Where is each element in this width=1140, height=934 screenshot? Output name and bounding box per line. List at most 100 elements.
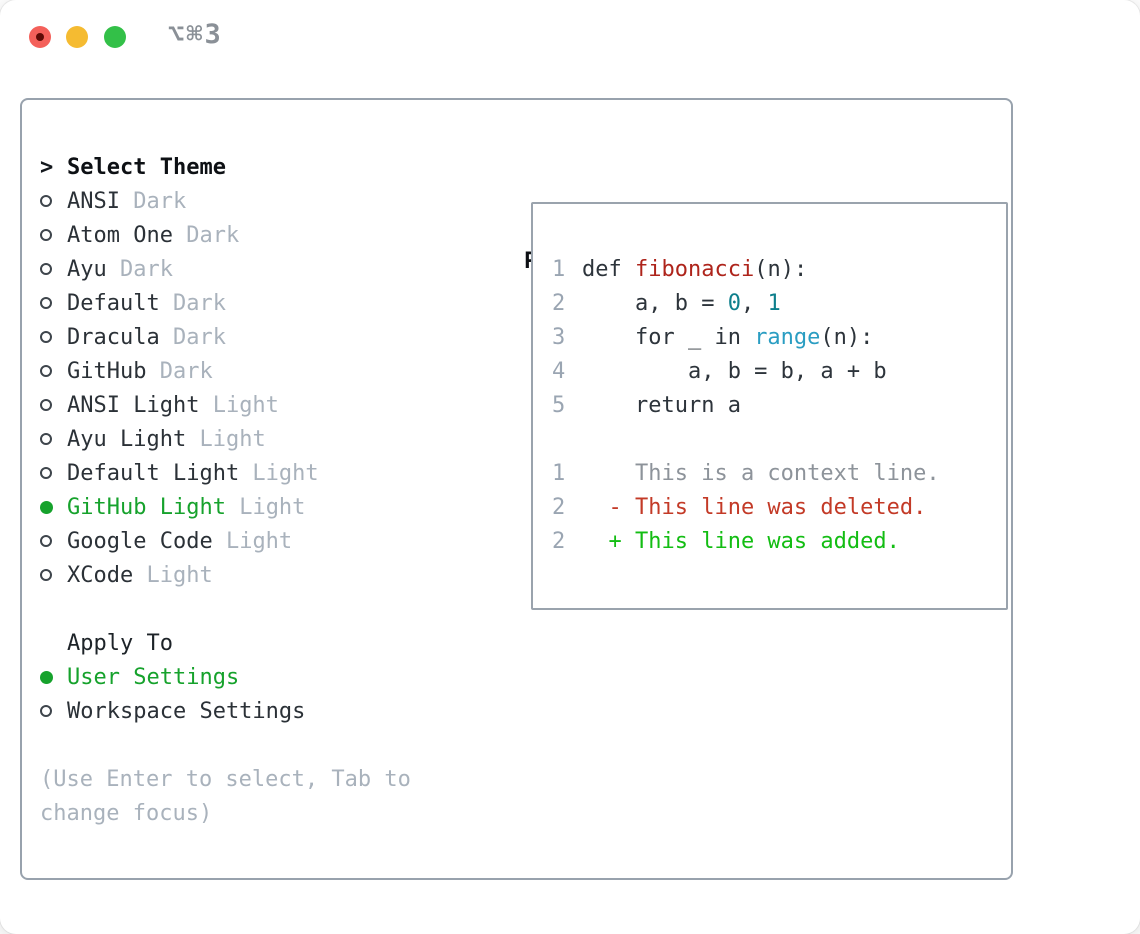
radio-selected-icon	[40, 670, 53, 684]
close-button[interactable]	[29, 26, 51, 48]
theme-option-atom-one[interactable]: Atom One Dark	[40, 218, 490, 252]
radio-icon	[40, 263, 52, 275]
theme-option-label: Default	[67, 290, 160, 316]
theme-option-ansi-light[interactable]: ANSI Light Light	[40, 388, 490, 422]
apply-to-header: Apply To	[40, 626, 490, 660]
radio-icon	[40, 705, 52, 717]
theme-option-label: GitHub Light	[67, 494, 226, 520]
theme-option-label: Default Light	[67, 460, 240, 486]
theme-option-label: XCode	[67, 562, 134, 588]
code-segment-base: return a	[582, 392, 741, 418]
theme-option-label: Google Code	[67, 528, 213, 554]
theme-option-google-code[interactable]: Google Code Light	[40, 524, 490, 558]
theme-option-tag: Dark	[159, 324, 226, 350]
theme-option-tag: Dark	[159, 290, 226, 316]
theme-option-label: ANSI Light	[67, 392, 200, 418]
code-segment-base: def	[582, 256, 635, 282]
code-segment-base: a, b = b, a + b	[582, 358, 887, 384]
theme-option-xcode[interactable]: XCode Light	[40, 558, 490, 592]
line-number: 5	[552, 392, 566, 418]
theme-option-default-light[interactable]: Default Light Light	[40, 456, 490, 490]
theme-option-dracula[interactable]: Dracula Dark	[40, 320, 490, 354]
theme-option-github[interactable]: GitHub Dark	[40, 354, 490, 388]
code-segment-num: 0	[727, 290, 741, 316]
radio-icon	[40, 229, 52, 241]
theme-option-github-light[interactable]: GitHub Light Light	[40, 490, 490, 524]
theme-option-label: Dracula	[67, 324, 160, 350]
code-line	[552, 422, 1006, 456]
theme-option-label: Ayu Light	[67, 426, 187, 452]
theme-option-tag: Light	[186, 426, 266, 452]
radio-icon	[40, 365, 52, 377]
titlebar: ⌥⌘3	[0, 0, 1140, 74]
radio-icon	[40, 569, 52, 581]
code-segment-deleted: - This line was deleted.	[582, 494, 927, 520]
line-number: 2	[552, 494, 566, 520]
radio-icon	[40, 467, 52, 479]
radio-selected-icon	[40, 500, 53, 514]
theme-option-tag: Light	[212, 528, 293, 554]
theme-option-tag: Light	[225, 494, 306, 520]
theme-option-tag: Dark	[106, 256, 173, 282]
line-number: 2	[552, 528, 566, 554]
theme-option-tag: Dark	[119, 188, 187, 214]
spacer-row	[40, 728, 490, 762]
theme-option-tag: Dark	[146, 358, 213, 384]
apply-to-title: Apply To	[67, 630, 173, 656]
theme-option-tag: Dark	[172, 222, 240, 248]
code-line: 3 for _ in range(n):	[552, 320, 1006, 354]
code-segment-base: (n):	[754, 256, 808, 282]
code-line: 5 return a	[552, 388, 1006, 422]
theme-option-label: Atom One	[67, 222, 173, 248]
hint-text-line1: (Use Enter to select, Tab to	[40, 766, 411, 792]
radio-icon	[40, 195, 52, 207]
apply-option-label: Workspace Settings	[67, 698, 306, 724]
radio-icon	[40, 433, 52, 445]
theme-option-label: GitHub	[67, 358, 147, 384]
theme-option-default[interactable]: Default Dark	[40, 286, 490, 320]
code-segment-builtin: range	[754, 324, 821, 350]
zoom-button[interactable]	[104, 26, 126, 48]
prompt-icon: >	[40, 154, 54, 180]
code-line: 2 - This line was deleted.	[552, 490, 1006, 524]
code-line: 4 a, b = b, a + b	[552, 354, 1006, 388]
theme-option-ayu[interactable]: Ayu Dark	[40, 252, 490, 286]
theme-option-label: Ayu	[67, 256, 107, 282]
code-segment-context: This is a context line.	[582, 460, 940, 486]
apply-option-user-settings[interactable]: User Settings	[40, 660, 490, 694]
window-title: ⌥⌘3	[168, 19, 223, 50]
theme-option-tag: Light	[239, 460, 319, 486]
hint-text-line2: change focus)	[40, 800, 213, 826]
radio-icon	[40, 297, 52, 309]
code-line: 1 This is a context line.	[552, 456, 1006, 490]
code-segment-num: 1	[767, 290, 781, 316]
line-number: 1	[552, 460, 566, 486]
theme-option-label: ANSI	[67, 188, 120, 214]
code-segment-base: ,	[740, 290, 768, 316]
theme-option-tag: Light	[133, 562, 213, 588]
code-line: 2 a, b = 0, 1	[552, 286, 1006, 320]
line-number: 3	[552, 324, 566, 350]
radio-icon	[40, 331, 52, 343]
theme-option-tag: Light	[199, 392, 279, 418]
minimize-button[interactable]	[66, 26, 88, 48]
code-segment-func: fibonacci	[634, 256, 755, 282]
apply-option-label: User Settings	[67, 664, 240, 690]
radio-icon	[40, 535, 52, 547]
code-segment-added: + This line was added.	[582, 528, 900, 554]
theme-option-ansi[interactable]: ANSI Dark	[40, 184, 490, 218]
spacer-row	[40, 592, 490, 626]
theme-option-ayu-light[interactable]: Ayu Light Light	[40, 422, 490, 456]
apply-option-workspace-settings[interactable]: Workspace Settings	[40, 694, 490, 728]
code-line: 2 + This line was added.	[552, 524, 1006, 558]
code-segment-base: a, b =	[582, 290, 728, 316]
close-dot-icon	[36, 33, 44, 41]
